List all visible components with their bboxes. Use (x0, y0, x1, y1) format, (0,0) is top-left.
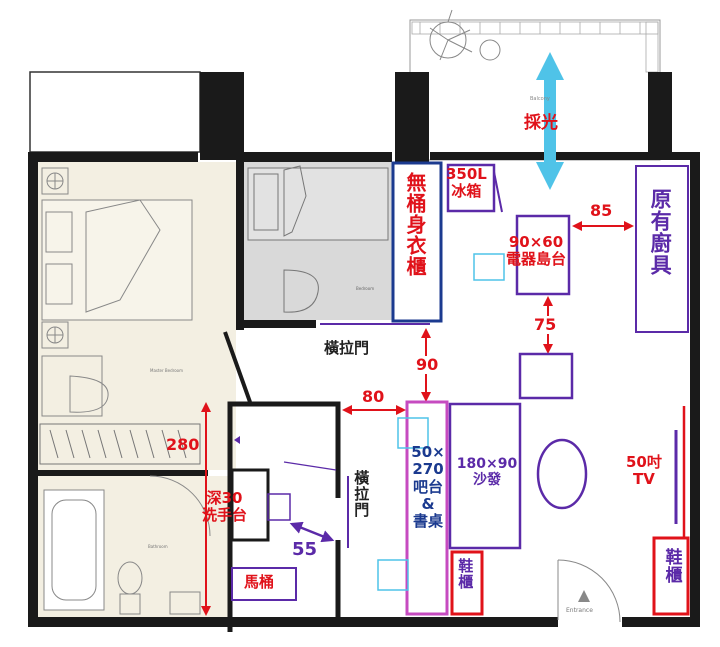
sliding-door-top-label: 橫拉門 (324, 339, 370, 357)
toilet-box (231, 567, 297, 601)
master-bedroom-label: Master Bedroom (150, 368, 183, 373)
square-below-island (518, 352, 574, 400)
washbasin-square (267, 493, 291, 521)
nightstand-lamp-icon (41, 167, 69, 349)
wardrobe (391, 161, 443, 323)
shoe-cabinet-right (652, 536, 690, 616)
original-kitchen-label: 原有廚具 (648, 188, 673, 276)
bedroom-label: Bedroom (356, 286, 374, 291)
bar-desk (405, 400, 449, 616)
bedroom-chair (283, 269, 319, 313)
bar-desk-label: 50× 270 吧台 & 書桌 (411, 443, 445, 530)
fridge (446, 163, 496, 213)
diagonal-wall (223, 331, 252, 403)
daylight-arrow (536, 52, 564, 190)
dim-55-arrow (289, 521, 335, 543)
hanging-rail (39, 423, 201, 465)
desk-chair (41, 355, 109, 417)
bath-inner-line (283, 461, 337, 471)
shoe-cabinet-left (450, 550, 484, 616)
entrance-arrow-icon (578, 590, 590, 602)
double-bed (41, 199, 193, 321)
dim-80-label: 80 (362, 387, 385, 406)
entrance-door (557, 559, 621, 623)
cyan-square-bar-bottom (377, 559, 409, 591)
appliance-island-label: 90×60 電器島台 (506, 233, 567, 269)
coffee-table (536, 438, 588, 510)
sliding-door-side-label: 橫拉門 (352, 470, 371, 518)
cyan-square-bar-top (397, 417, 429, 449)
sofa (448, 402, 522, 550)
entrance-label: Entrance (566, 607, 593, 614)
toilet-label: 馬桶 (244, 573, 275, 591)
fridge-label: 350L 冰箱 (446, 165, 487, 201)
single-bed (247, 165, 389, 241)
top-left-area (29, 71, 201, 153)
original-kitchen (635, 165, 689, 333)
walls (28, 72, 700, 627)
dim-85-label: 85 (590, 201, 613, 220)
washbasin-label: 深30 洗手台 (202, 489, 248, 525)
tv-label: 50吋 TV (626, 453, 662, 489)
cyan-square-island (473, 253, 505, 281)
dim-75-label: 75 (534, 315, 557, 335)
fridge-door-line (493, 171, 503, 213)
balcony-label: Balcony (530, 96, 550, 102)
original-toilet-icon (117, 561, 201, 615)
shoe-cabinet-right-label: 鞋櫃 (661, 548, 682, 584)
appliance-island (515, 214, 571, 296)
balcony-railing (411, 21, 659, 73)
sofa-label: 180×90 沙發 (456, 456, 518, 489)
dim-90-label: 90 (416, 355, 439, 375)
washbasin (230, 468, 270, 542)
wardrobe-label: 無桶身衣櫃 (403, 172, 427, 277)
daylight-label: 採光 (524, 113, 558, 133)
plant-icon (429, 9, 501, 61)
dim-55-label: 55 (292, 539, 318, 560)
dim-280-label: 280 (166, 435, 200, 454)
new-bathroom-walls (227, 401, 341, 632)
shoe-cabinet-left-label: 鞋櫃 (456, 558, 475, 590)
arrow-marker-small (234, 436, 240, 444)
balcony-area (409, 9, 661, 161)
bathtub (43, 489, 105, 611)
bathroom-label: Bathroom (148, 544, 168, 549)
